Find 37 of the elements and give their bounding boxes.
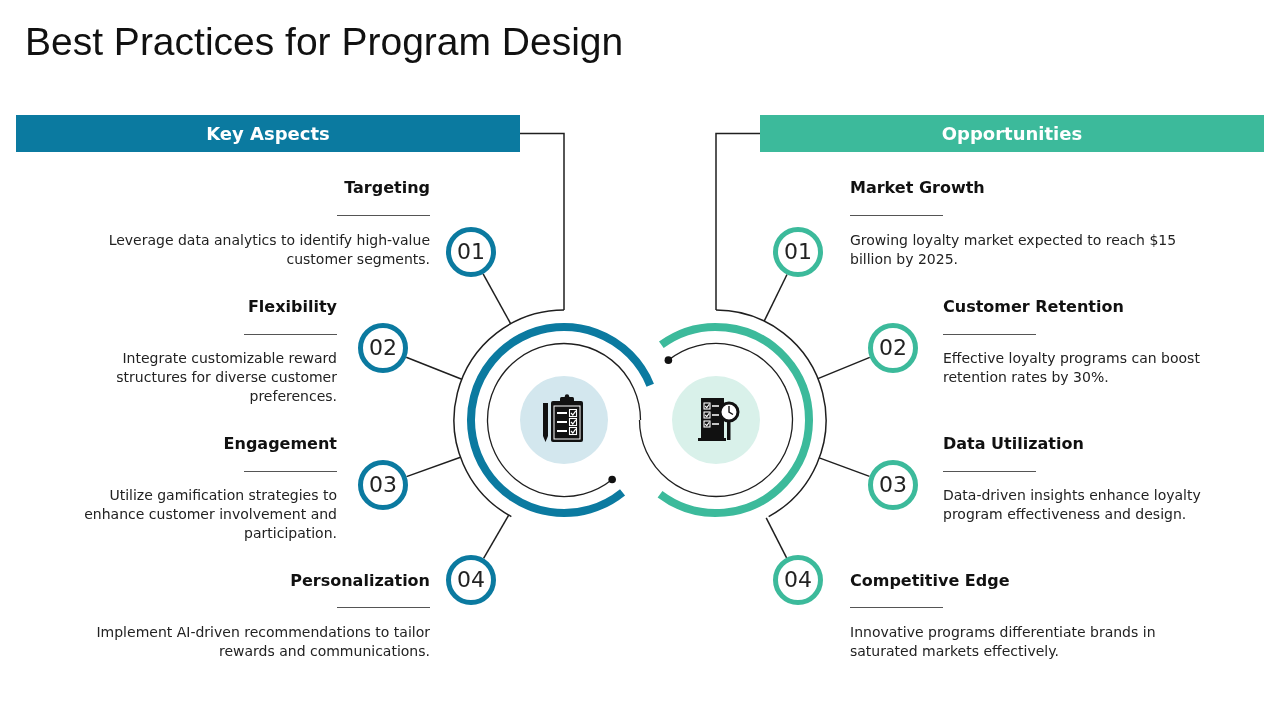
connector-line bbox=[405, 356, 463, 381]
connector-line bbox=[482, 514, 510, 560]
item-heading: Personalization bbox=[290, 570, 430, 592]
step-number-circle: 02 bbox=[868, 323, 918, 373]
step-number-circle: 02 bbox=[358, 323, 408, 373]
connector-line bbox=[818, 457, 871, 478]
item-description: Utilize gamification strategies to enhance customer involvement and participation. bbox=[83, 486, 337, 543]
connector-line bbox=[519, 132, 565, 311]
step-number-circle: 04 bbox=[773, 555, 823, 605]
item-description: Implement AI-driven recommendations to tailor rewards and communications. bbox=[95, 623, 430, 661]
connector-line bbox=[715, 132, 761, 311]
step-number-circle: 01 bbox=[446, 227, 496, 277]
page-title: Best Practices for Program Design bbox=[25, 20, 624, 64]
item-heading: Customer Retention bbox=[943, 296, 1124, 318]
item-description: Integrate customizable reward structures for diverse customer preferences. bbox=[115, 349, 337, 406]
item-heading: Market Growth bbox=[850, 177, 985, 199]
item-description: Growing loyalty market expected to reach $15 billion by 2025. bbox=[850, 231, 1178, 269]
connector-line bbox=[765, 517, 788, 559]
step-number-circle: 04 bbox=[446, 555, 496, 605]
section-header-bar: Opportunities bbox=[760, 115, 1264, 152]
section-header-bar: Key Aspects bbox=[16, 115, 520, 152]
item-heading: Engagement bbox=[223, 433, 337, 455]
step-number-circle: 01 bbox=[773, 227, 823, 277]
item-description: Leverage data analytics to identify high-value customer segments. bbox=[107, 231, 430, 269]
step-number-circle: 03 bbox=[868, 460, 918, 510]
connector-line bbox=[817, 356, 871, 380]
item-heading: Competitive Edge bbox=[850, 570, 1010, 592]
item-description: Effective loyalty programs can boost retention rates by 30%. bbox=[943, 349, 1201, 387]
connector-line bbox=[763, 273, 788, 322]
connector-line bbox=[405, 456, 462, 478]
item-heading: Flexibility bbox=[247, 296, 337, 318]
item-heading: Data Utilization bbox=[943, 433, 1084, 455]
step-number-circle: 03 bbox=[358, 460, 408, 510]
item-heading: Targeting bbox=[344, 177, 430, 199]
item-description: Innovative programs differentiate brands in saturated markets effectively. bbox=[850, 623, 1157, 661]
connector-line bbox=[482, 273, 512, 325]
item-description: Data-driven insights enhance loyalty program effectiveness and design. bbox=[943, 486, 1202, 524]
